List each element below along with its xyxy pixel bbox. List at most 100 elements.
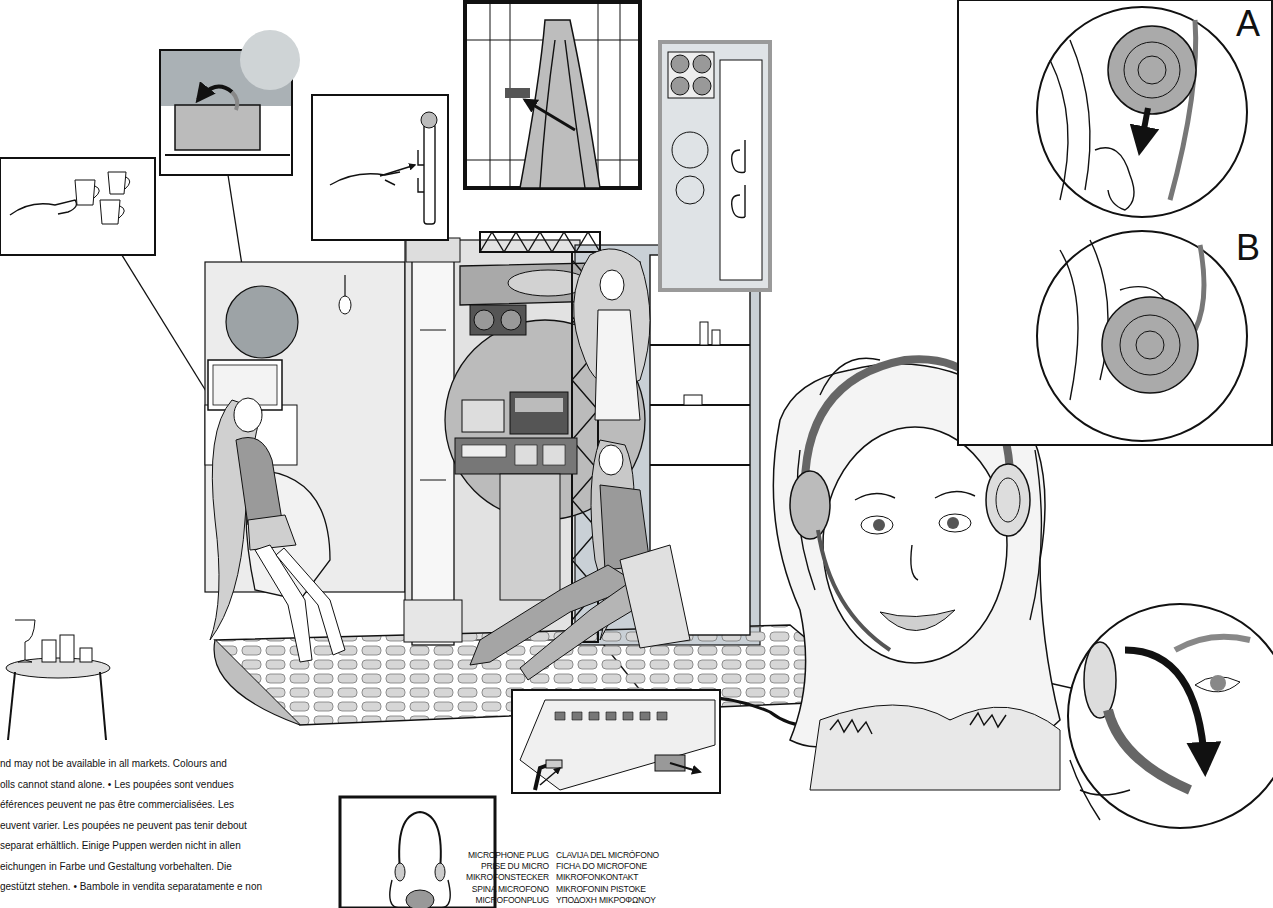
doll-legs [276, 548, 345, 655]
mic-plug [546, 760, 562, 768]
plug-arrow [540, 768, 560, 785]
fold-arrow-tail [232, 92, 237, 110]
shelf-item [684, 395, 702, 405]
legal-note: éférences peuvent ne pas être commercial… [0, 799, 234, 810]
place-arrow [1140, 108, 1148, 150]
slide-arrow [670, 763, 700, 772]
inset-frame [0, 158, 155, 255]
cups-inset [0, 158, 155, 255]
fur-collar [810, 705, 1060, 790]
inset-backdrop [240, 30, 300, 90]
shelf-item [700, 322, 708, 345]
dress-inset [465, 0, 640, 188]
ear-cup [986, 464, 1030, 536]
console-display [515, 398, 563, 412]
cup [60, 635, 74, 662]
doll-skirt [248, 515, 296, 550]
cup [75, 180, 99, 205]
ear-cup-ring [1120, 315, 1180, 375]
column-detail [420, 330, 446, 331]
detail-circle [1068, 604, 1273, 828]
doll-jacket [236, 438, 282, 526]
doll-face [599, 445, 623, 475]
fold-arrow [198, 87, 232, 100]
ear-cup [1084, 642, 1116, 718]
laptop-base [165, 154, 290, 156]
speaker-panel-inset [660, 42, 770, 290]
ear-cup-ring [1124, 42, 1180, 98]
speaker-cone [474, 310, 494, 330]
console-pad [515, 445, 537, 465]
ear-cup [1108, 26, 1196, 114]
eyebrow [855, 493, 895, 500]
part-name: MICROFOONPLUG [476, 896, 549, 905]
ear-cup [1102, 297, 1198, 393]
hook [505, 88, 530, 98]
part-name: MICROPHONE PLUG [468, 851, 549, 860]
legal-note: olls cannot stand alone. • Les poupées s… [0, 779, 234, 790]
lamp [339, 296, 351, 314]
mic-boom [818, 530, 890, 650]
eye [861, 516, 893, 534]
part-name: CLAVIJA DEL MICRÓFONO [556, 851, 659, 860]
round-picture [226, 286, 298, 358]
panel-circle [672, 132, 708, 168]
microphone-inset [312, 95, 448, 240]
microphone [424, 124, 435, 224]
part-name: FICHA DO MICROFONE [556, 862, 647, 871]
table-leg [100, 672, 106, 740]
headset-band [399, 812, 441, 870]
hang-arrow [525, 100, 575, 130]
director-chair [620, 545, 690, 648]
iris [873, 519, 885, 531]
mic-plug-inset [512, 690, 720, 793]
playset [6, 232, 880, 740]
mic-boom-inset [1068, 604, 1273, 828]
insert-arrow [380, 165, 415, 176]
mouth [880, 610, 955, 631]
mic-head [421, 112, 437, 128]
column-detail [420, 480, 446, 481]
girl-face [823, 427, 1007, 663]
panel-door [720, 60, 762, 280]
console-panel [520, 700, 715, 790]
part-name: PRISE DU MICRO [481, 862, 549, 871]
column-display [406, 238, 460, 262]
part-name: ΥΠΟΔΟΧΗ ΜΙΚΡΟΦΩΝΟΥ [556, 896, 656, 905]
socket-row [555, 712, 667, 720]
swing-arrow [1125, 650, 1205, 770]
inset-frame [512, 690, 720, 793]
laptop-screen [175, 105, 260, 150]
doll-dress [595, 310, 640, 420]
console-screen [462, 400, 504, 432]
console-screen [510, 392, 568, 434]
doll-face [600, 270, 624, 300]
part-name: SPINA MICROFONO [472, 885, 549, 894]
ear-cup-ring [1136, 331, 1164, 359]
inset-frame [660, 42, 770, 290]
shelf [650, 464, 750, 466]
column [412, 250, 454, 645]
panel-circle [676, 176, 704, 204]
speaker-cone [671, 77, 689, 95]
inset-letter: A [1236, 6, 1260, 42]
mic-boom [1108, 710, 1190, 790]
iris [1210, 675, 1226, 691]
ear-cup [395, 863, 405, 881]
speaker-cone [693, 77, 711, 95]
doll-face [234, 398, 262, 432]
nose [911, 545, 918, 580]
inset-frame [958, 0, 1272, 445]
legal-note: nd may not be available in all markets. … [0, 758, 227, 769]
iris [947, 517, 959, 529]
dress [520, 20, 600, 188]
ear-cup-ring [996, 478, 1020, 522]
eye [939, 514, 971, 532]
hair-strands [1070, 760, 1130, 820]
eyebrow [935, 491, 975, 498]
part-name: MIKROFONSTECKER [466, 873, 549, 882]
speaker-cone [501, 310, 521, 330]
legal-note: separat erhältlich. Einige Puppen werden… [0, 840, 241, 851]
ear-cup [790, 471, 830, 539]
inset-letter: B [1236, 230, 1260, 266]
